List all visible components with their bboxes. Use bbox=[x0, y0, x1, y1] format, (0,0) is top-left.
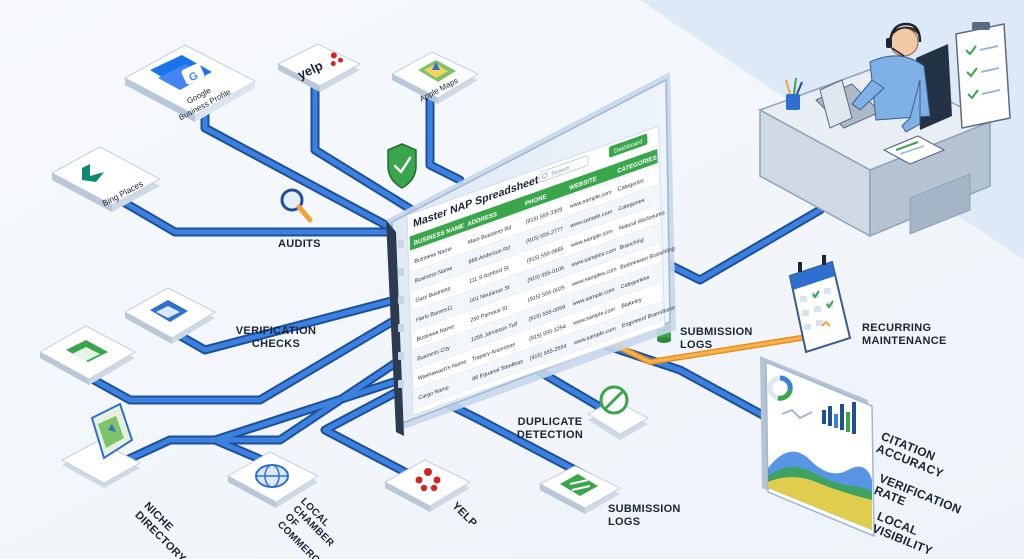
workstation-illustration bbox=[758, 22, 1011, 238]
niche-directory-tile bbox=[60, 402, 142, 488]
submission-logs-bottom-line2: LOGS bbox=[608, 516, 641, 528]
frame-tab bbox=[398, 296, 404, 304]
duplicate-detection-tile bbox=[587, 385, 650, 440]
master-nap-spreadsheet: Master NAP Spreadsheet Search Dashboard … bbox=[386, 72, 676, 436]
shield-check-icon bbox=[387, 143, 417, 189]
sync-arrows-icon bbox=[560, 474, 598, 496]
no-duplicate-icon bbox=[599, 385, 629, 415]
tablet-icon bbox=[882, 135, 946, 165]
mini-bar-chart-icon bbox=[822, 402, 856, 434]
frame-tab bbox=[398, 324, 404, 332]
headset-icon bbox=[886, 22, 922, 57]
awning-shop-icon bbox=[66, 340, 108, 362]
calendar-icon bbox=[788, 255, 852, 354]
directory-storefront-tile bbox=[123, 287, 217, 344]
apple-maps-icon bbox=[418, 60, 456, 82]
recurring-maintenance-label: RECURRING MAINTENANCE bbox=[862, 322, 947, 348]
laptop-icon bbox=[815, 79, 881, 129]
duplicate-detection-line2: DETECTION bbox=[516, 429, 584, 441]
yelp-top-tile: yelp bbox=[276, 43, 362, 92]
analytics-dashboard bbox=[760, 356, 875, 538]
desk-side bbox=[869, 120, 991, 238]
audits-label: AUDITS bbox=[278, 238, 321, 250]
frame-tab bbox=[398, 268, 404, 276]
google-business-profile-tile: G Google Business Profile bbox=[123, 44, 257, 122]
mini-line-icon bbox=[781, 408, 813, 420]
spreadsheet-dashboard-button[interactable] bbox=[608, 133, 648, 158]
submission-logs-bottom-line1: SUBMISSION bbox=[608, 503, 681, 515]
desk-drawer bbox=[909, 173, 971, 235]
verification-checks-line2: CHECKS bbox=[251, 338, 301, 350]
bing-icon bbox=[82, 164, 104, 182]
submission-logs-top-line2: LOGS bbox=[680, 339, 713, 351]
spreadsheet-search-box[interactable] bbox=[539, 155, 589, 183]
apple-maps-tile: Apple Maps bbox=[390, 51, 480, 104]
yelp-burst-icon bbox=[415, 468, 441, 492]
map-pin-icon bbox=[90, 402, 134, 460]
verification-checks-line1: VERIFICATION bbox=[235, 325, 317, 337]
frame-tab bbox=[398, 380, 404, 388]
verification-checks-label: VERIFICATION CHECKS bbox=[234, 325, 318, 351]
yelp-icon bbox=[330, 52, 343, 67]
operator-person bbox=[851, 22, 931, 133]
frame-tab bbox=[398, 352, 404, 360]
google-business-icon: G bbox=[150, 55, 212, 90]
donut-chart-icon bbox=[767, 375, 793, 401]
storefront-icon bbox=[150, 300, 188, 322]
spreadsheet-header-row bbox=[409, 148, 658, 251]
local-listing-tile bbox=[38, 325, 137, 385]
duplicate-detection-line1: DUPLICATE bbox=[517, 416, 583, 428]
submission-logs-top-line1: SUBMISSION bbox=[680, 326, 753, 338]
submission-logs-bottom-label: SUBMISSION LOGS bbox=[608, 503, 681, 529]
submission-logs-tile bbox=[538, 465, 622, 514]
globe-icon bbox=[255, 464, 289, 488]
duplicate-detection-label: DUPLICATE DETECTION bbox=[512, 416, 588, 442]
search-icon bbox=[541, 172, 548, 179]
checklist-clipboard-icon bbox=[955, 22, 1011, 129]
bing-places-tile: Bing Places bbox=[50, 146, 162, 212]
submission-logs-top-label: SUBMISSION LOGS bbox=[680, 326, 753, 352]
recurring-maintenance-line2: MAINTENANCE bbox=[862, 335, 947, 347]
yelp-bottom-tile bbox=[383, 459, 472, 512]
frame-tab bbox=[398, 240, 404, 248]
spreadsheet-row-background bbox=[413, 301, 663, 409]
area-chart-icon bbox=[768, 451, 872, 530]
chamber-of-commerce-tile bbox=[226, 451, 320, 508]
magnifier-icon bbox=[280, 188, 313, 223]
recurring-maintenance-line1: RECURRING bbox=[862, 322, 932, 334]
pencil-cup-icon bbox=[785, 77, 803, 110]
